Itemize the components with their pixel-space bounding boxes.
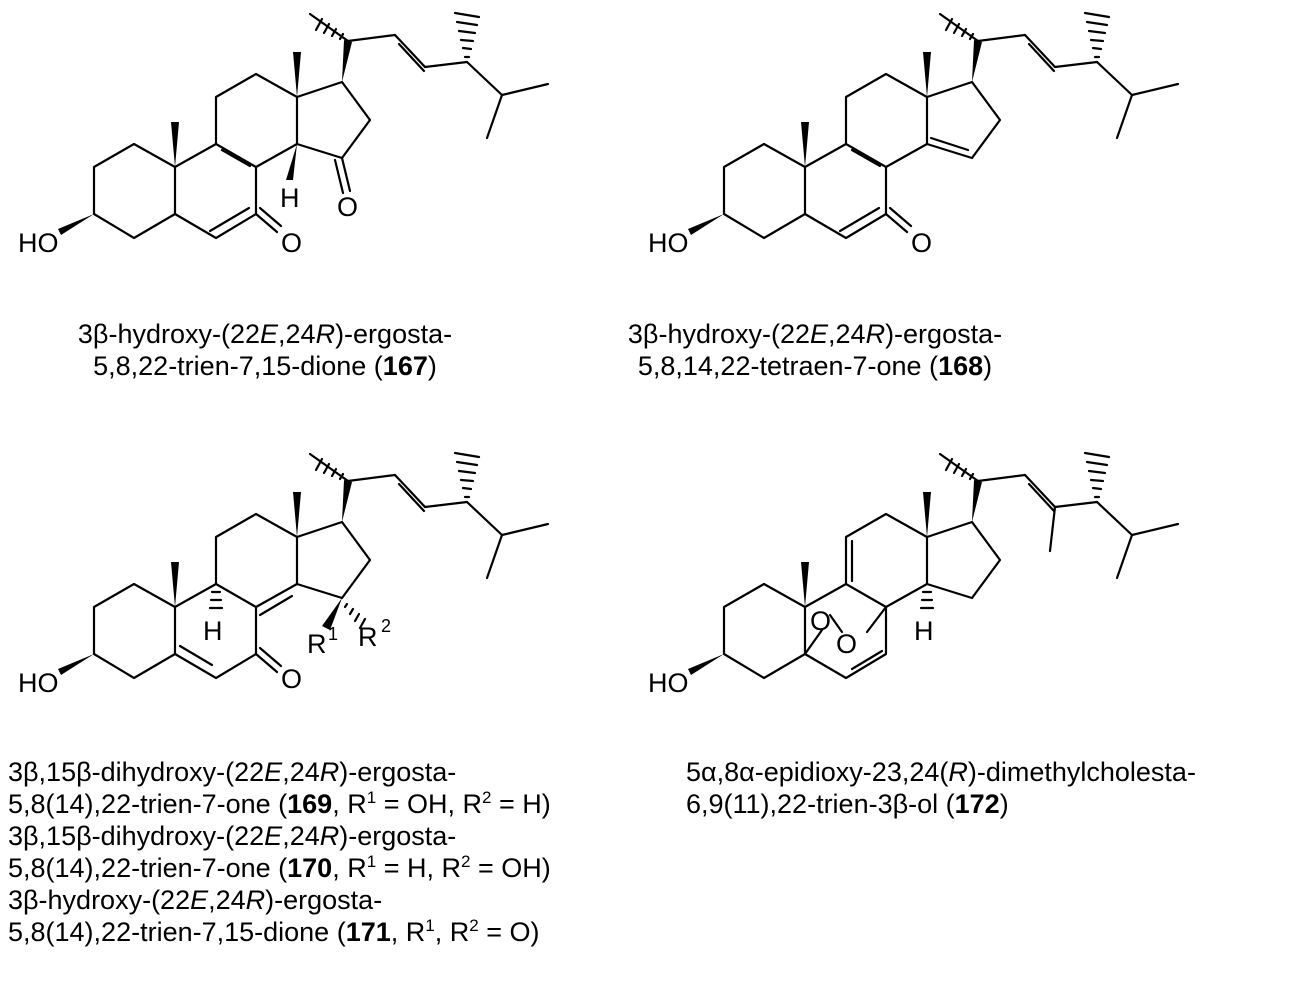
structure-168: HO O (648, 11, 1180, 258)
caption-167: 3β-hydroxy-(22E,24R)-ergosta- 5,8,22-tri… (25, 318, 505, 382)
r2-label: R (358, 622, 378, 652)
hydrogen-label: H (280, 183, 300, 213)
caption-line: 3β-hydroxy-(22E,24R)-ergosta- (8, 885, 383, 915)
hydroxyl-label: HO (648, 228, 689, 258)
caption-line: 5,8(14),22-trien-7-one (169, R1 = OH, R2… (8, 788, 551, 819)
peroxide-o-label: O (836, 629, 857, 659)
structure-169-171: HO O H R 1 R 2 (18, 451, 550, 698)
caption-168: 3β-hydroxy-(22E,24R)-ergosta- 5,8,14,22-… (575, 318, 1055, 382)
caption-line: 5α,8α-epidioxy-23,24(R)-dimethylcholesta… (686, 757, 1196, 787)
ketone-o-label: O (281, 228, 302, 258)
structure-172: O O HO H (648, 451, 1180, 698)
ketone-o-label: O (337, 192, 358, 222)
caption-line: 3β-hydroxy-(22E,24R)-ergosta- (77, 319, 453, 349)
hydroxyl-label: HO (648, 668, 689, 698)
hydrogen-label: H (914, 616, 934, 646)
r1-superscript: 1 (328, 624, 338, 644)
hydrogen-label: H (203, 616, 223, 646)
caption-line: 5,8(14),22-trien-7,15-dione (171, R1, R2… (8, 916, 540, 947)
hydroxyl-label: HO (18, 668, 59, 698)
caption-line: 6,9(11),22-trien-3β-ol (172) (686, 789, 1009, 819)
caption-line: 5,8,22-trien-7,15-dione (167) (93, 351, 437, 381)
r1-label: R (307, 629, 327, 659)
caption-line: 3β,15β-dihydroxy-(22E,24R)-ergosta- (8, 757, 457, 787)
peroxide-o-label: O (810, 606, 831, 636)
ketone-o-label: O (911, 228, 932, 258)
caption-line: 3β,15β-dihydroxy-(22E,24R)-ergosta- (8, 821, 457, 851)
ketone-o-label: O (281, 664, 302, 694)
caption-line: 5,8(14),22-trien-7-one (170, R1 = H, R2 … (8, 852, 551, 883)
structure-167: HO O O H (18, 11, 550, 258)
r2-superscript: 2 (381, 616, 391, 636)
caption-172: 5α,8α-epidioxy-23,24(R)-dimethylcholesta… (686, 756, 1196, 820)
hydroxyl-label: HO (18, 228, 59, 258)
caption-169-171: 3β,15β-dihydroxy-(22E,24R)-ergosta- 5,8(… (8, 756, 551, 948)
caption-line: 3β-hydroxy-(22E,24R)-ergosta- (627, 319, 1003, 349)
caption-line: 5,8,14,22-tetraen-7-one (168) (637, 351, 993, 381)
